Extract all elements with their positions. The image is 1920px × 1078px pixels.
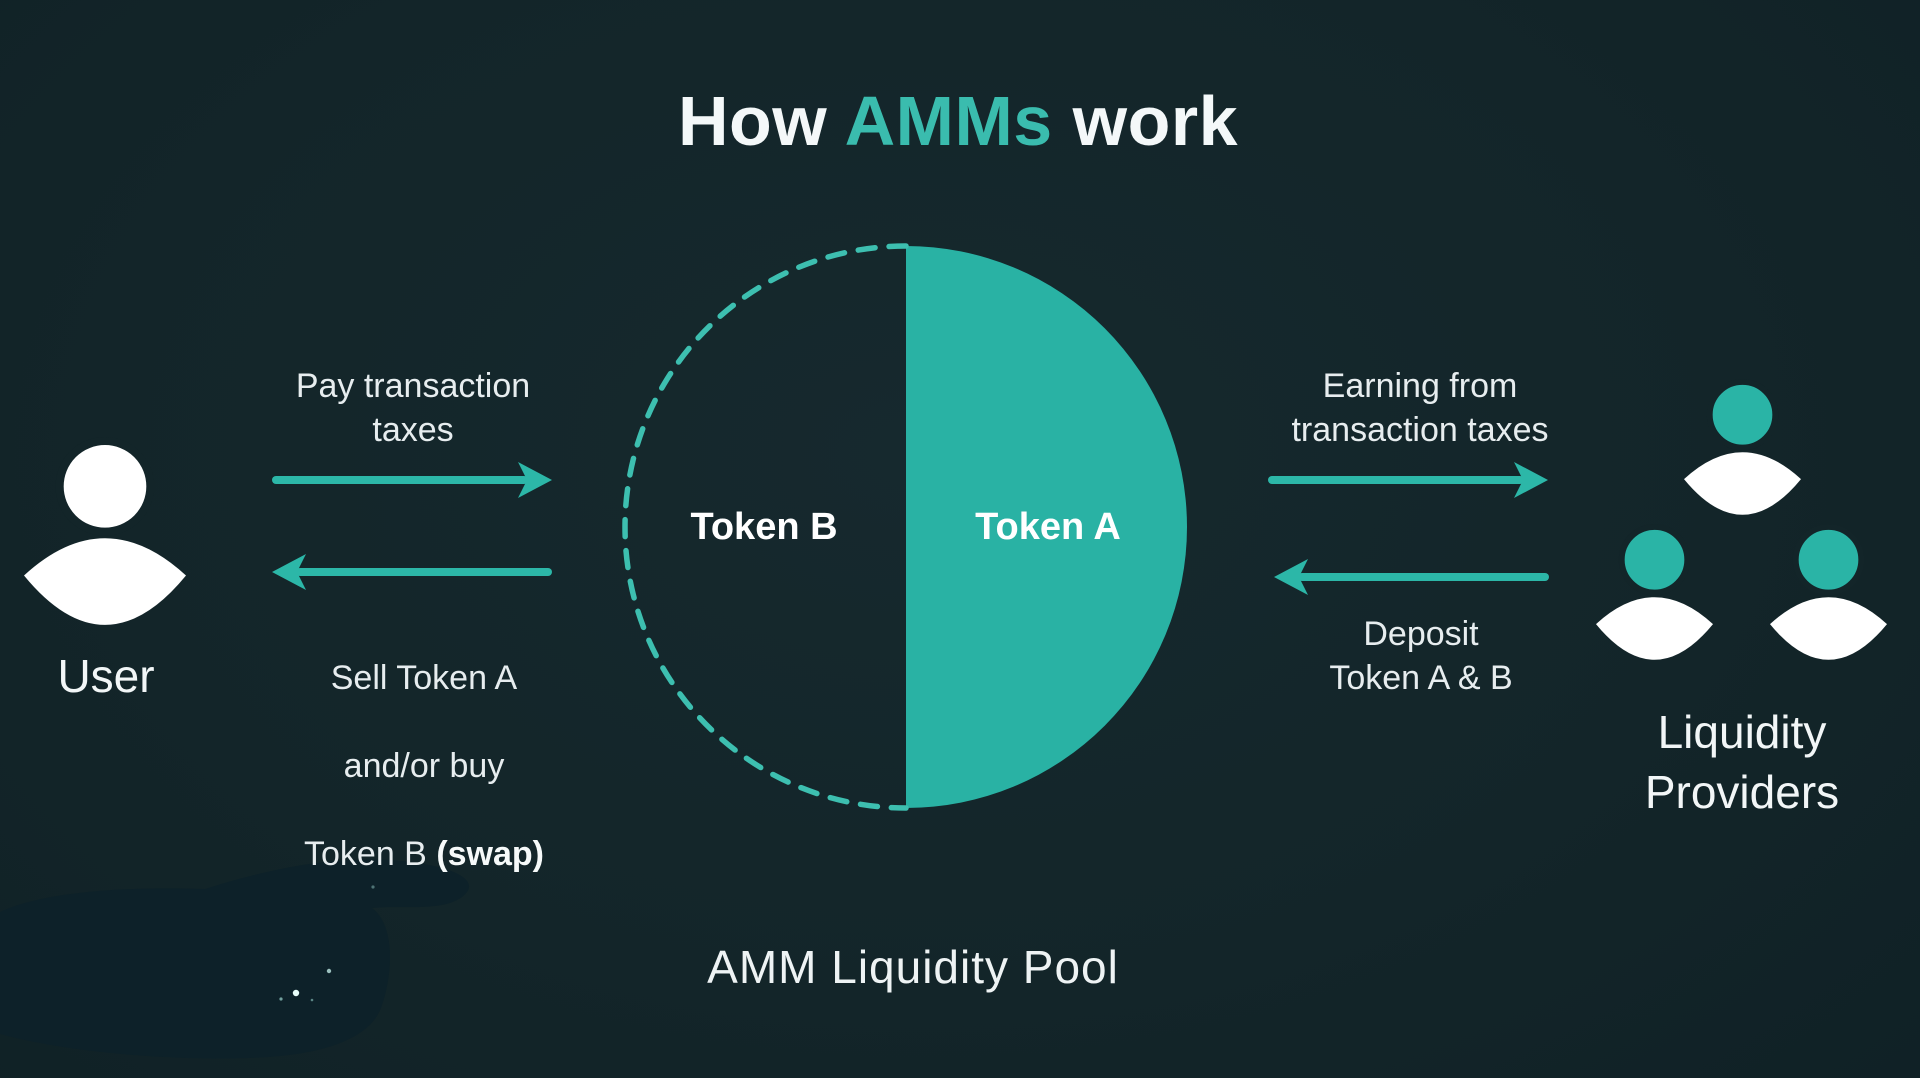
user-icon — [24, 436, 186, 625]
provider-shoulders — [1684, 452, 1801, 515]
title-prefix: How — [677, 82, 845, 160]
token-a-half — [906, 246, 1187, 808]
deposit-arrow-left-icon — [1274, 559, 1549, 595]
watermark-blob — [0, 859, 470, 1059]
speck — [292, 989, 300, 997]
user-head — [55, 436, 155, 536]
sell-line-3-bold: (swap) — [436, 835, 544, 873]
sell-line-3: Token B (swap) — [304, 832, 544, 876]
sell-line-1: Sell Token A — [330, 659, 518, 697]
token-a-label: Token A — [975, 506, 1121, 548]
speck — [326, 968, 332, 974]
earning-flow-label: Earning from transaction taxes — [1291, 367, 1549, 449]
pool-caption: AMM Liquidity Pool — [707, 941, 1119, 993]
pay-arrow-right-icon — [272, 462, 552, 498]
provider-icon-right — [1770, 524, 1887, 660]
speck — [279, 997, 283, 1001]
provider-shoulders — [1770, 597, 1887, 660]
diagram-title: How AMMs work — [678, 84, 1238, 158]
provider-icon-left — [1596, 524, 1713, 660]
provider-icon-top — [1684, 379, 1801, 515]
sell-line-2: and/or buy — [343, 747, 505, 785]
title-suffix: work — [1052, 82, 1239, 160]
sell-flow-label: Sell Token A and/or buy Token B (swap) — [304, 612, 544, 920]
speck — [371, 885, 375, 889]
provider-head — [1792, 524, 1865, 596]
provider-shoulders — [1596, 597, 1713, 660]
sell-line-3-regular: Token B — [304, 835, 437, 873]
provider-head — [1706, 379, 1779, 451]
sell-arrow-left-icon — [272, 554, 552, 590]
token-b-dashed-arc — [622, 243, 909, 811]
speck — [310, 998, 314, 1002]
deposit-flow-label: Deposit Token A & B — [1329, 615, 1513, 697]
user-shoulders — [24, 538, 186, 625]
earning-arrow-right-icon — [1268, 462, 1548, 498]
user-label: User — [57, 650, 155, 702]
token-b-label: Token B — [690, 506, 838, 548]
provider-head — [1618, 524, 1691, 596]
liquidity-providers-label: Liquidity Providers — [1644, 706, 1840, 818]
title-accent: AMMs — [844, 82, 1053, 160]
pay-flow-label: Pay transaction taxes — [295, 367, 531, 449]
